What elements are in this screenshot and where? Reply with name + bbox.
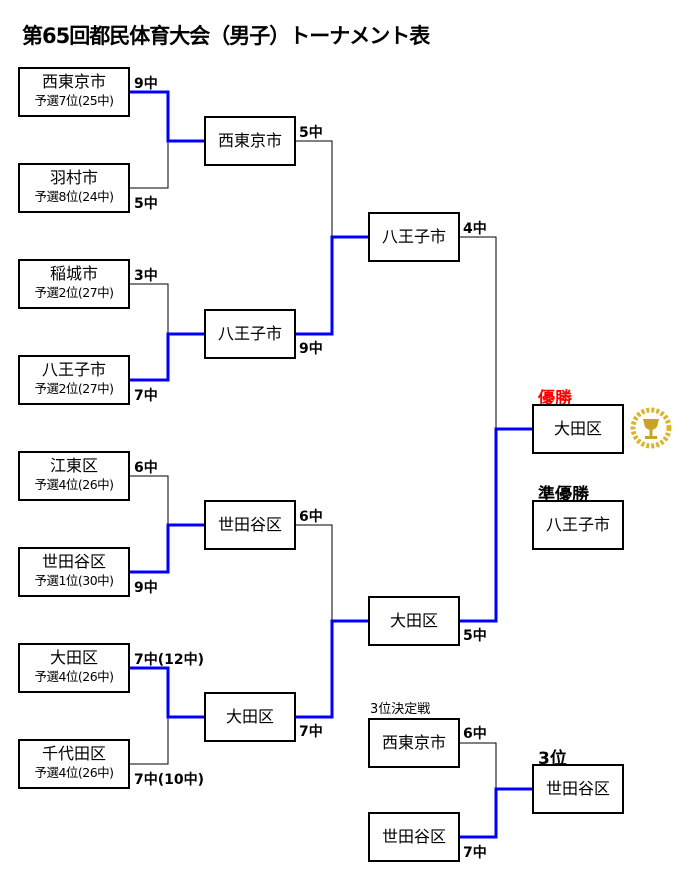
line	[129, 141, 169, 189]
team-box: 稲城市予選2位(27中)	[18, 259, 130, 309]
team-box: 世田谷区予選1位(30中)	[18, 547, 130, 597]
winner-line	[129, 523, 205, 574]
score: 7中(10中)	[134, 772, 205, 788]
team-box: 世田谷区	[368, 812, 460, 862]
champion-box: 大田区	[532, 404, 624, 454]
line	[459, 742, 497, 789]
team-seed: 予選2位(27中)	[34, 285, 114, 300]
team-name: 世田谷区	[41, 552, 106, 571]
team-box: 千代田区予選4位(26中)	[18, 739, 130, 789]
winner-line	[129, 332, 205, 382]
team-seed: 予選4位(26中)	[34, 477, 114, 492]
winner-line	[459, 787, 533, 839]
score: 7中(12中)	[134, 652, 205, 668]
team-name: 羽村市	[49, 168, 98, 187]
score: 3中	[134, 268, 158, 284]
score: 5中	[463, 628, 487, 644]
page-title: 第65回都民体育大会（男子）トーナメント表	[22, 24, 430, 48]
score: 5中	[299, 125, 323, 141]
line	[295, 140, 333, 237]
team-box: 西東京市	[368, 718, 460, 768]
third-box: 世田谷区	[532, 764, 624, 814]
team-box: 大田区予選4位(26中)	[18, 643, 130, 693]
team-name: 稲城市	[49, 264, 98, 283]
score: 6中	[134, 460, 158, 476]
team-box: 大田区	[368, 596, 460, 646]
line	[459, 236, 497, 429]
score: 9中	[134, 580, 158, 596]
team-seed: 予選1位(30中)	[34, 573, 114, 588]
team-box: 西東京市予選7位(25中)	[18, 67, 130, 117]
team-seed: 予選8位(24中)	[34, 189, 114, 204]
team-box: 江東区予選4位(26中)	[18, 451, 130, 501]
team-box: 八王子市	[204, 309, 296, 359]
team-name: 大田区	[49, 648, 98, 667]
winner-line	[459, 427, 533, 623]
team-seed: 予選7位(25中)	[34, 93, 114, 108]
winner-line	[295, 235, 369, 336]
team-box: 大田区	[204, 692, 296, 742]
score: 6中	[299, 509, 323, 525]
team-seed: 予選4位(26中)	[34, 765, 114, 780]
team-box: 西東京市	[204, 116, 296, 166]
score: 7中	[463, 845, 487, 861]
team-name: 八王子市	[41, 360, 106, 379]
third-place-match-label: 3位決定戦	[370, 702, 431, 717]
team-box: 八王子市予選2位(27中)	[18, 355, 130, 405]
line	[129, 717, 169, 765]
line	[129, 283, 169, 334]
score: 7中	[134, 388, 158, 404]
score: 9中	[299, 341, 323, 357]
team-seed: 予選2位(27中)	[34, 381, 114, 396]
team-name: 江東区	[49, 456, 98, 475]
line	[129, 475, 169, 525]
score: 5中	[134, 196, 158, 212]
score: 9中	[134, 76, 158, 92]
team-box: 八王子市	[368, 212, 460, 262]
team-name: 千代田区	[41, 744, 106, 763]
winner-line	[295, 619, 369, 719]
score: 7中	[299, 724, 323, 740]
score: 6中	[463, 726, 487, 742]
winner-line	[129, 90, 205, 143]
score: 4中	[463, 221, 487, 237]
team-box: 世田谷区	[204, 500, 296, 550]
winner-line	[129, 666, 205, 719]
trophy-icon	[630, 407, 672, 449]
line	[295, 524, 333, 621]
team-name: 西東京市	[41, 72, 106, 91]
runner-up-box: 八王子市	[532, 500, 624, 550]
team-box: 羽村市予選8位(24中)	[18, 163, 130, 213]
team-seed: 予選4位(26中)	[34, 669, 114, 684]
